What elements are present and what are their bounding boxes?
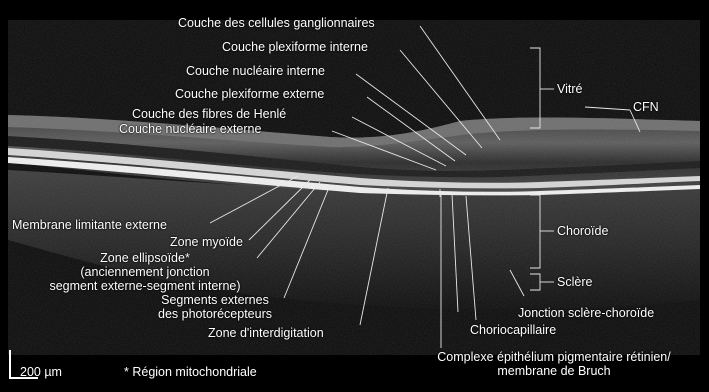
label-rpe-line2: membrane de Bruch	[404, 364, 704, 378]
label-rpe-line1: Complexe épithélium pigmentaire rétinien…	[404, 350, 704, 364]
label-cs-junction: Jonction sclère-choroïde	[518, 306, 654, 320]
label-inl: Couche nucléaire interne	[186, 64, 325, 78]
label-outer-segments-line2: des photorécepteurs	[140, 307, 290, 321]
label-myoid: Zone myoïde	[170, 235, 243, 249]
label-outer-segments: Segments externes des photorécepteurs	[140, 293, 290, 321]
label-ellipsoid: Zone ellipsoïde* (anciennement jonction …	[14, 251, 276, 293]
speckle-texture	[8, 20, 700, 355]
label-ellipsoid-line3: segment externe-segment interne)	[14, 279, 276, 293]
scale-bar-label: 200 µm	[20, 365, 62, 379]
label-outer-segments-line1: Segments externes	[140, 293, 290, 307]
footnote: * Région mitochondriale	[124, 365, 257, 379]
label-interdigitation: Zone d'interdigitation	[208, 326, 324, 340]
label-onl: Couche nucléaire externe	[119, 122, 261, 136]
label-elm: Membrane limitante externe	[12, 218, 167, 232]
label-vitreous: Vitré	[557, 82, 582, 96]
label-rpe: Complexe épithélium pigmentaire rétinien…	[404, 350, 704, 378]
label-opl: Couche plexiforme externe	[175, 87, 324, 101]
label-choroid: Choroïde	[557, 224, 608, 238]
label-sclera: Sclère	[557, 275, 592, 289]
label-rnfl: CFN	[633, 100, 659, 114]
label-ipl: Couche plexiforme interne	[222, 40, 368, 54]
label-henle: Couche des fibres de Henlé	[132, 107, 286, 121]
label-choriocapillaris: Choriocapillaire	[470, 323, 556, 337]
label-ellipsoid-line2: (anciennement jonction	[14, 265, 276, 279]
label-gcl: Couche des cellules ganglionnaires	[178, 16, 375, 30]
label-ellipsoid-line1: Zone ellipsoïde*	[14, 251, 276, 265]
